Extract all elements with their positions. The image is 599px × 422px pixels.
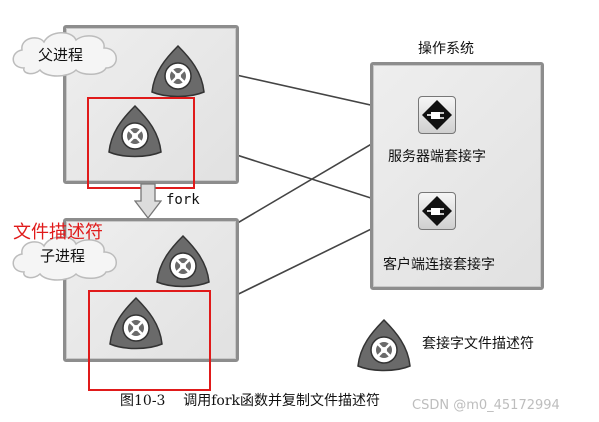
- socket-descriptor-icon: [156, 234, 210, 288]
- client-socket-icon-box: [418, 192, 456, 230]
- legend-label: 套接字文件描述符: [422, 336, 534, 352]
- file-descriptor-annotation: 文件描述符: [13, 222, 103, 243]
- client-socket-label: 客户端连接套接字: [383, 257, 495, 273]
- plug-icon: [422, 100, 452, 130]
- child-cloud: [12, 236, 117, 281]
- plug-icon: [422, 196, 452, 226]
- socket-descriptor-icon: [108, 104, 162, 158]
- highlight-box-parent-descriptor: [87, 97, 195, 189]
- parent-cloud: [12, 32, 117, 77]
- watermark: CSDN @m0_45172994: [412, 398, 560, 413]
- child-label: 子进程: [40, 247, 86, 265]
- os-title: 操作系统: [418, 41, 474, 57]
- fork-arrow-icon: [134, 183, 162, 219]
- server-socket-icon-box: [418, 96, 456, 134]
- parent-label: 父进程: [38, 46, 84, 64]
- server-socket-label: 服务器端套接字: [388, 149, 486, 165]
- socket-descriptor-icon: [109, 296, 163, 350]
- fork-label: fork: [166, 192, 200, 208]
- highlight-box-child-descriptor: [88, 290, 211, 391]
- legend-socket-icon: [357, 318, 411, 372]
- socket-descriptor-icon: [151, 44, 205, 98]
- figure-caption: 图10-3 调用fork函数并复制文件描述符: [120, 393, 381, 409]
- os-box: [370, 62, 544, 290]
